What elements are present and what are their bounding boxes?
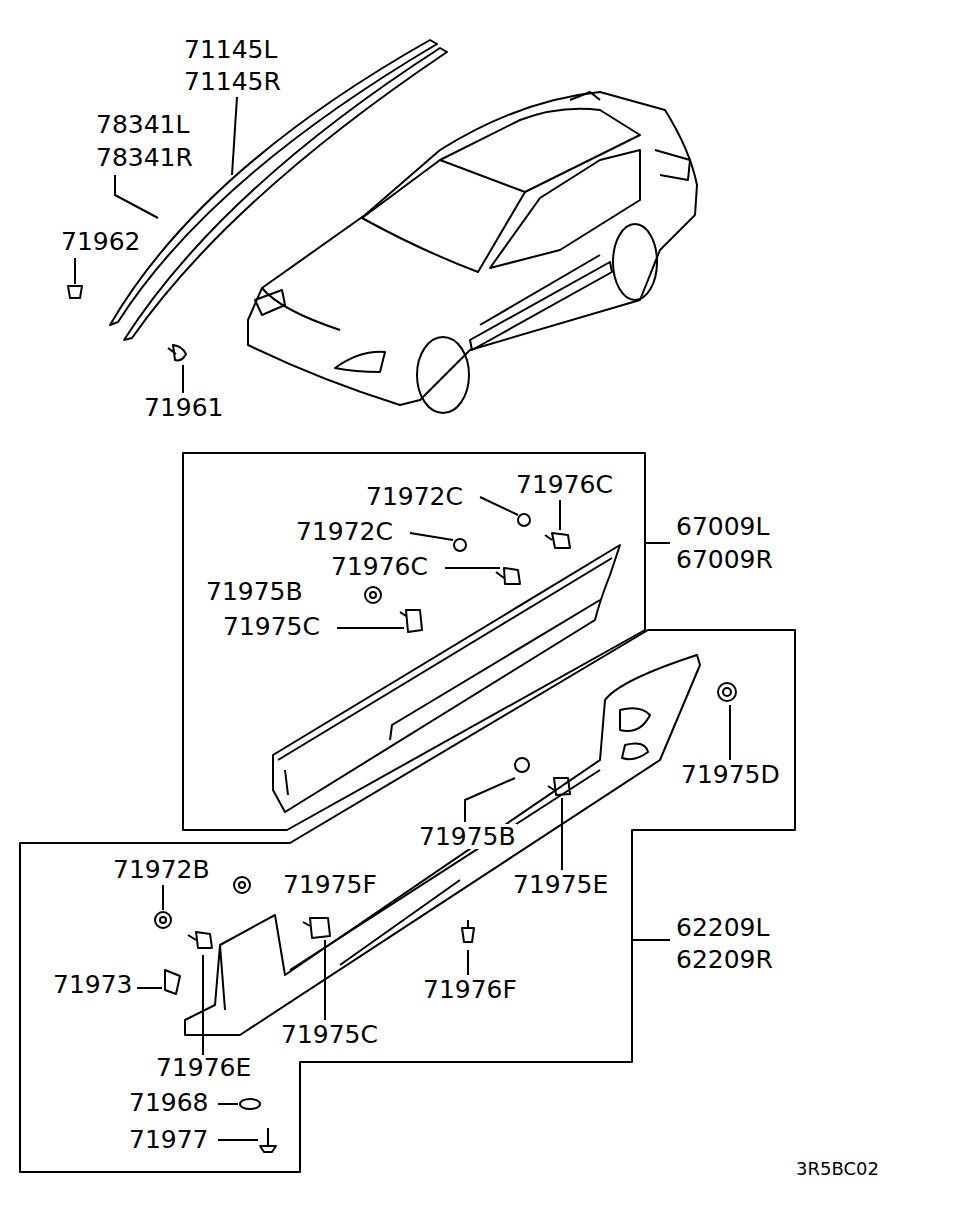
callout-number: 71968 xyxy=(128,1090,210,1115)
callout-number: 62209R xyxy=(675,947,774,972)
callout-number: 71145L xyxy=(183,37,278,62)
callout-number: 71975E xyxy=(512,872,609,897)
callout-number: 71975B xyxy=(418,824,517,849)
callout-number: 71975C xyxy=(280,1022,379,1047)
callout-number: 62209L xyxy=(675,915,770,940)
callout-number: 67009R xyxy=(675,547,774,572)
callout-number: 71976F xyxy=(422,977,518,1002)
callout-number: 71975F xyxy=(282,872,378,897)
callout-number: 71975D xyxy=(680,762,781,787)
callout-number: 71145R xyxy=(183,69,282,94)
callout-number: 71972C xyxy=(365,484,464,509)
callout-number: 71973 xyxy=(52,972,134,997)
callout-number: 67009L xyxy=(675,514,770,539)
callout-number: 71976C xyxy=(515,472,614,497)
callout-number: 71972C xyxy=(295,519,394,544)
callout-number: 71977 xyxy=(128,1127,210,1152)
callout-number: 71976E xyxy=(155,1055,252,1080)
callout-number: 78341L xyxy=(95,112,190,137)
callout-number: 71972B xyxy=(112,857,211,882)
callout-number: 71976C xyxy=(330,554,429,579)
callout-number: 71961 xyxy=(143,395,225,420)
callout-number: 78341R xyxy=(95,145,194,170)
callout-number: 3R5BC02 xyxy=(795,1160,880,1178)
callout-number: 71962 xyxy=(60,229,142,254)
callout-number: 71975C xyxy=(222,614,321,639)
callout-number: 71975B xyxy=(205,579,304,604)
